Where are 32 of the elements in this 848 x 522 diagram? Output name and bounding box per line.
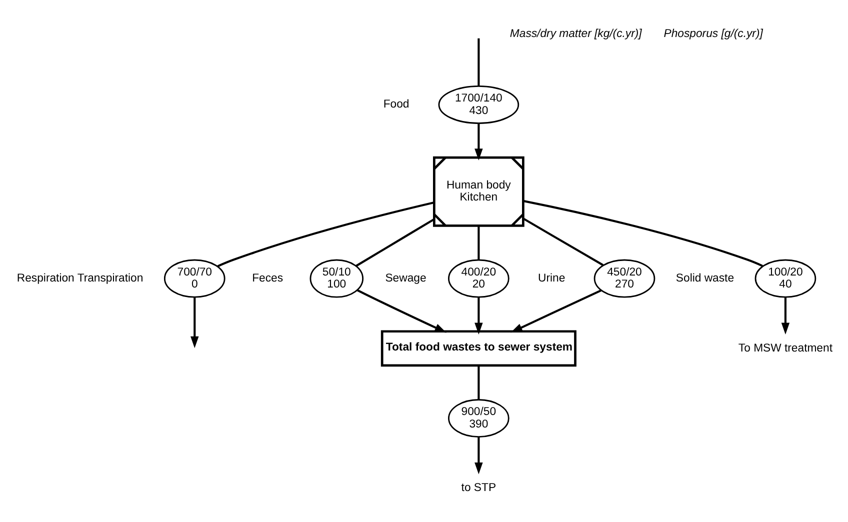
node-label: Sewage	[385, 272, 426, 284]
node-ellipse: 50/10 100	[310, 258, 364, 298]
arrow	[781, 296, 790, 334]
connector	[478, 225, 480, 260]
node-label: Urine	[538, 272, 566, 284]
arrow	[474, 296, 483, 334]
label: Mass/dry matter [kg/(c.yr)]	[510, 27, 642, 40]
connector	[217, 200, 434, 267]
connector	[478, 364, 480, 399]
connector	[522, 217, 604, 266]
node-text: to STP	[461, 482, 496, 494]
arrow	[510, 288, 602, 332]
node-ellipse: 100/20 40	[754, 258, 816, 298]
connector	[356, 218, 435, 266]
node-ellipse: 700/70 0	[164, 258, 226, 298]
node-ellipse: 400/20 20	[448, 258, 510, 298]
arrow	[474, 436, 483, 474]
arrow	[474, 123, 483, 160]
node-label: Solid waste	[676, 272, 734, 284]
node-ellipse: 900/50 390	[448, 398, 510, 438]
node-box: Total food wastes to sewer system	[380, 330, 576, 366]
connector	[523, 199, 763, 266]
connector	[478, 38, 480, 86]
node-label: Feces	[252, 272, 284, 284]
label: Phosporus [g/(c.yr)]	[664, 27, 763, 40]
arrow	[356, 288, 446, 332]
node-ellipse: 1700/140 430	[438, 84, 520, 124]
node-ellipse: 450/20 270	[594, 258, 656, 298]
node-label: Respiration Transpiration	[16, 272, 144, 284]
node-label: Food	[383, 98, 410, 110]
arrow	[190, 296, 199, 348]
node-text: To MSW treatment	[738, 342, 832, 354]
